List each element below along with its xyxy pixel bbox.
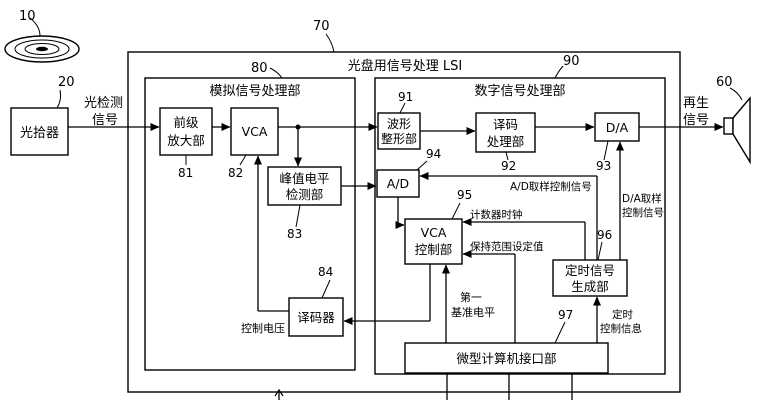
analog-section-frame: [144, 77, 356, 371]
preamp-ref-num: 81: [178, 166, 193, 180]
waveform-shaper-label-line2: 整形部: [381, 131, 417, 146]
lsi-frame: [127, 51, 681, 393]
digital-section-title: 数字信号处理部: [474, 84, 565, 99]
decoder-ref-num: 84: [318, 265, 333, 279]
playback-signal-label-line2: 信号: [683, 113, 709, 128]
timing-control-info-label-line1: 定时: [612, 308, 633, 321]
detect-signal-label-line2: 信号: [92, 113, 118, 128]
da-sample-control-label-line1: D/A取样: [622, 192, 662, 205]
signal-wires: [68, 123, 724, 400]
vca-ref-num: 82: [228, 166, 243, 180]
digital-leader: [554, 65, 564, 79]
detect-signal-label-line1: 光检测: [84, 96, 123, 111]
decode-processor-label-line1: 译码: [493, 117, 518, 132]
optical-pickup-label: 光拾器: [20, 126, 59, 141]
first-reference-level-label-line1: 第一: [460, 290, 482, 304]
vca-leader: [239, 154, 247, 166]
optical-disc-icon: [4, 35, 80, 63]
peak-detector-label-line1: 峰值电平: [279, 171, 329, 186]
lsi-title: 光盘用信号处理 LSI: [348, 58, 462, 74]
waveform-shaper-leader: [399, 102, 406, 114]
vca-controller-label-line1: VCA: [421, 225, 447, 240]
timing-generator-leader: [597, 241, 603, 261]
ad-converter-label: A/D: [387, 176, 409, 191]
disc-ref-num: 10: [19, 9, 36, 24]
disc-leader: [29, 17, 41, 37]
decode-processor-leader: [505, 151, 509, 161]
optical-pickup-box: [10, 107, 69, 156]
timing-generator-label-line2: 生成部: [571, 279, 609, 294]
da-sample-control-label-line2: 控制信号: [622, 206, 664, 219]
da-ref-num: 93: [596, 159, 611, 173]
lsi-ref-num: 70: [313, 19, 330, 34]
counter-clock-label: 计数器时钟: [470, 208, 523, 221]
timing-generator-label-line1: 定时信号: [565, 263, 615, 278]
pickup-ref-num: 20: [58, 75, 75, 90]
analog-section-title: 模拟信号处理部: [209, 84, 300, 99]
da-leader: [603, 140, 609, 161]
vca-controller-leader: [451, 202, 461, 220]
peak-detector-leader: [295, 204, 301, 228]
speaker-ref-num: 60: [716, 75, 733, 90]
da-converter-label: D/A: [606, 120, 629, 135]
pickup-leader: [56, 89, 62, 109]
analog-leader: [269, 67, 283, 79]
lsi-leader: [325, 33, 335, 53]
micro-interface-leader: [554, 321, 566, 344]
waveform-shaper-box: [377, 112, 421, 150]
decode-processor-label-line2: 处理部: [487, 134, 525, 149]
speaker-leader: [729, 87, 743, 101]
hold-range-label: 保持范围设定值: [470, 240, 544, 253]
decoder-leader: [321, 279, 331, 299]
timing-control-info-label-line2: 控制信息: [600, 322, 642, 335]
vca-controller-box: [404, 218, 463, 265]
waveform-shaper-label-line1: 波形: [387, 117, 411, 131]
decode-processor-ref-num: 92: [501, 159, 516, 173]
micro-interface-label: 微型计算机接口部: [456, 351, 556, 366]
playback-signal-label-line1: 再生: [683, 96, 709, 111]
peak-detector-ref-num: 83: [287, 227, 302, 241]
digital-section-frame: [374, 77, 666, 375]
ad-converter-box: [376, 169, 420, 198]
timing-generator-box: [552, 259, 628, 297]
ad-ref-num: 94: [426, 147, 441, 161]
digital-ref-num: 90: [563, 54, 580, 69]
decoder-box: [288, 297, 344, 337]
ad-sample-control-label: A/D取样控制信号: [510, 180, 592, 193]
vca-box: [230, 107, 279, 156]
vca-label: VCA: [242, 124, 268, 139]
speaker-icon: [723, 96, 751, 165]
analog-ref-num: 80: [251, 61, 268, 76]
peak-detector-box: [267, 166, 342, 206]
vca-controller-ref-num: 95: [457, 188, 472, 202]
control-voltage-label: 控制电压: [241, 321, 285, 335]
micro-interface-ref-num: 97: [558, 308, 573, 322]
first-reference-level-label-line2: 基准电平: [451, 306, 495, 319]
peak-detector-label-line2: 检测部: [286, 187, 324, 202]
decode-processor-box: [475, 112, 536, 153]
preamp-label-line2: 放大部: [167, 133, 205, 148]
waveform-shaper-ref-num: 91: [398, 90, 413, 104]
micro-interface-box: [404, 342, 609, 374]
preamp-label-line1: 前级: [173, 115, 199, 130]
timing-generator-ref-num: 96: [597, 228, 612, 242]
decoder-label: 译码器: [297, 310, 335, 325]
vca-controller-label-line2: 控制部: [415, 242, 453, 257]
ad-leader: [416, 160, 428, 171]
